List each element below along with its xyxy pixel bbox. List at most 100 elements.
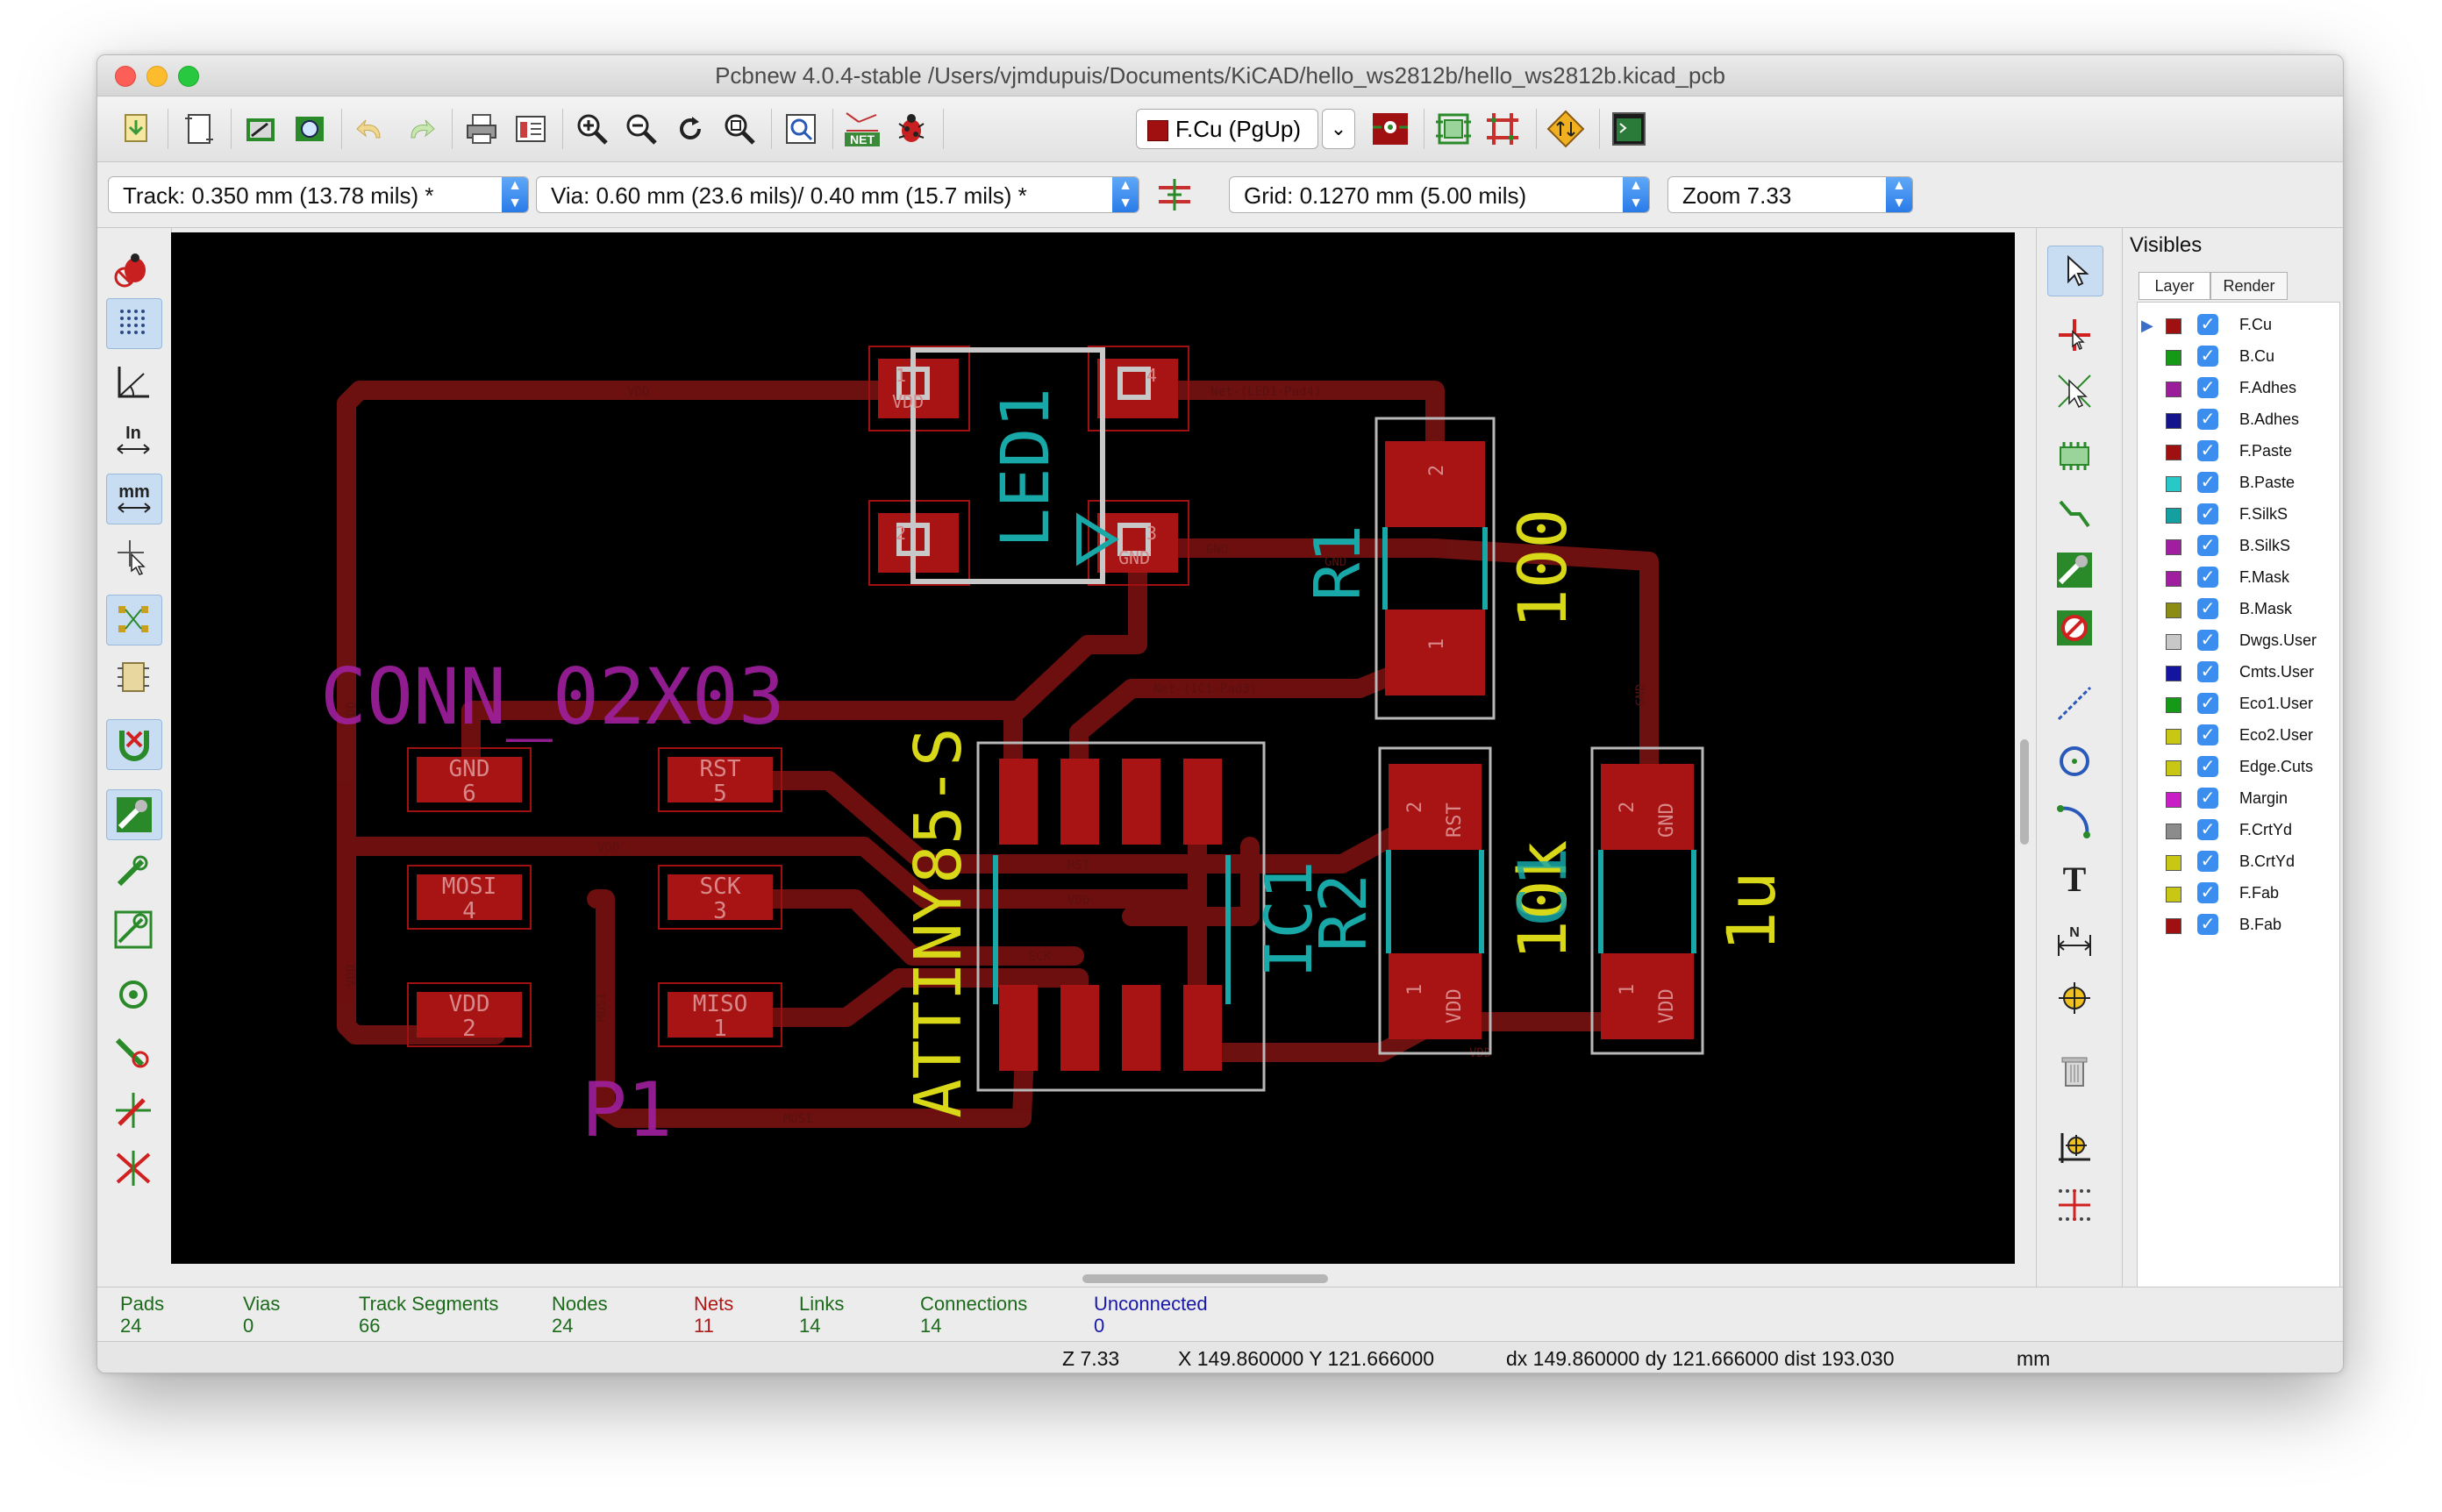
add-footprint-icon[interactable] bbox=[2047, 431, 2102, 481]
layer-row[interactable]: ✓B.Adhes bbox=[2138, 404, 2339, 434]
grid-origin-icon[interactable] bbox=[2047, 1180, 2102, 1230]
add-text-icon[interactable]: T bbox=[2047, 852, 2102, 902]
new-board-icon[interactable] bbox=[111, 105, 161, 153]
layer-row[interactable]: ✓F.SilkS bbox=[2138, 499, 2339, 529]
layer-row[interactable]: ✓Eco1.User bbox=[2138, 688, 2339, 718]
layer-visibility-checkbox[interactable]: ✓ bbox=[2197, 535, 2218, 556]
layer-visibility-checkbox[interactable]: ✓ bbox=[2197, 440, 2218, 461]
layer-row[interactable]: ✓B.CrtYd bbox=[2138, 846, 2339, 876]
layer-visibility-checkbox[interactable]: ✓ bbox=[2197, 914, 2218, 935]
undo-icon[interactable] bbox=[346, 105, 396, 153]
layer-visibility-checkbox[interactable]: ✓ bbox=[2197, 630, 2218, 651]
zone-outline-icon[interactable] bbox=[106, 847, 161, 896]
plot-icon[interactable] bbox=[506, 105, 555, 153]
maximize-window-button[interactable] bbox=[178, 66, 199, 87]
add-circle-icon[interactable] bbox=[2047, 737, 2102, 786]
via-sketch-icon[interactable] bbox=[106, 970, 161, 1019]
load-icon[interactable] bbox=[236, 105, 285, 153]
layer-color-swatch[interactable] bbox=[2166, 855, 2181, 871]
layer-color-swatch[interactable] bbox=[2166, 887, 2181, 902]
layer-color-swatch[interactable] bbox=[2166, 445, 2181, 460]
active-layer-select[interactable]: F.Cu (PgUp) bbox=[1136, 109, 1318, 149]
add-target-icon[interactable] bbox=[2047, 974, 2102, 1023]
layer-visibility-checkbox[interactable]: ✓ bbox=[2197, 724, 2218, 745]
layer-visibility-checkbox[interactable]: ✓ bbox=[2197, 851, 2218, 872]
zoom-out-icon[interactable] bbox=[617, 105, 666, 153]
layer-row[interactable]: ✓F.Adhes bbox=[2138, 373, 2339, 403]
layer-visibility-checkbox[interactable]: ✓ bbox=[2197, 756, 2218, 777]
zoom-fit-icon[interactable] bbox=[715, 105, 764, 153]
horizontal-scroll-thumb[interactable] bbox=[1082, 1274, 1328, 1283]
layer-color-swatch[interactable] bbox=[2166, 539, 2181, 555]
local-ratsnest-icon[interactable] bbox=[2047, 367, 2102, 416]
layer-row[interactable]: ✓F.CrtYd bbox=[2138, 815, 2339, 845]
autoroute-icon[interactable] bbox=[1478, 105, 1527, 153]
add-dimension-icon[interactable]: N bbox=[2047, 917, 2102, 966]
layer-pair-icon[interactable] bbox=[1366, 105, 1415, 153]
layer-color-swatch[interactable] bbox=[2166, 792, 2181, 808]
module-ratsnest-icon[interactable] bbox=[106, 653, 161, 702]
grid-size-select[interactable]: Grid: 0.1270 mm (5.00 mils)▲▼ bbox=[1229, 176, 1650, 213]
netlist-icon[interactable]: NET bbox=[838, 105, 887, 153]
layer-color-swatch[interactable] bbox=[2166, 729, 2181, 745]
layer-row[interactable]: ✓Margin bbox=[2138, 783, 2339, 813]
layer-row[interactable]: ✓B.Cu bbox=[2138, 341, 2339, 371]
set-origin-icon[interactable] bbox=[2047, 1123, 2102, 1172]
layer-color-swatch[interactable] bbox=[2166, 666, 2181, 681]
layer-color-swatch[interactable] bbox=[2166, 571, 2181, 587]
layer-visibility-checkbox[interactable]: ✓ bbox=[2197, 598, 2218, 619]
add-arc-icon[interactable] bbox=[2047, 795, 2102, 844]
layer-row[interactable]: ✓F.Paste bbox=[2138, 436, 2339, 466]
ratsnest-icon[interactable] bbox=[106, 595, 162, 645]
select-icon[interactable] bbox=[2047, 246, 2103, 296]
layer-visibility-checkbox[interactable]: ✓ bbox=[2197, 788, 2218, 809]
layer-color-swatch[interactable] bbox=[2166, 318, 2181, 334]
drc-off-icon[interactable] bbox=[106, 246, 161, 295]
layer-row[interactable]: ✓F.Fab bbox=[2138, 878, 2339, 908]
high-contrast-icon[interactable] bbox=[106, 1086, 161, 1135]
redraw-icon[interactable] bbox=[666, 105, 715, 153]
via-size-select[interactable]: Via: 0.60 mm (23.6 mils)/ 0.40 mm (15.7 … bbox=[536, 176, 1139, 213]
add-line-icon[interactable] bbox=[2047, 679, 2102, 728]
print-icon[interactable] bbox=[457, 105, 506, 153]
layer-row[interactable]: ✓F.Mask bbox=[2138, 562, 2339, 592]
layer-color-swatch[interactable] bbox=[2166, 918, 2181, 934]
layer-color-swatch[interactable] bbox=[2166, 508, 2181, 524]
add-keepout-icon[interactable] bbox=[2047, 603, 2102, 653]
layer-color-swatch[interactable] bbox=[2166, 350, 2181, 366]
layer-color-swatch[interactable] bbox=[2166, 382, 2181, 397]
layer-row[interactable]: ✓B.Mask bbox=[2138, 594, 2339, 624]
tab-layer[interactable]: Layer bbox=[2139, 272, 2210, 300]
layer-row[interactable]: ▶✓F.Cu bbox=[2138, 310, 2339, 339]
layer-row[interactable]: ✓Cmts.User bbox=[2138, 657, 2339, 687]
board-canvas[interactable]: VDD Net-(LED1-Pad4) GND GND Net-(IC1-Pad… bbox=[171, 232, 2015, 1264]
minimize-window-button[interactable] bbox=[146, 66, 168, 87]
zoom-select[interactable]: Zoom 7.33▲▼ bbox=[1667, 176, 1913, 213]
vertical-scroll-thumb[interactable] bbox=[2020, 739, 2029, 845]
drc-icon[interactable] bbox=[887, 105, 936, 153]
page-settings-icon[interactable] bbox=[175, 105, 224, 153]
layer-visibility-checkbox[interactable]: ✓ bbox=[2197, 661, 2218, 682]
layer-visibility-checkbox[interactable]: ✓ bbox=[2197, 503, 2218, 524]
grid-icon[interactable] bbox=[106, 298, 162, 349]
layer-row[interactable]: ✓Eco2.User bbox=[2138, 720, 2339, 750]
autoplace-icon[interactable] bbox=[1429, 105, 1478, 153]
active-layer-dropdown-button[interactable]: ⌄ bbox=[1322, 109, 1355, 149]
layer-color-swatch[interactable] bbox=[2166, 476, 2181, 492]
save-icon[interactable] bbox=[285, 105, 334, 153]
layer-row[interactable]: ✓B.Paste bbox=[2138, 467, 2339, 497]
layer-visibility-checkbox[interactable]: ✓ bbox=[2197, 314, 2218, 335]
redo-icon[interactable] bbox=[396, 105, 445, 153]
layer-color-swatch[interactable] bbox=[2166, 697, 2181, 713]
layer-row[interactable]: ✓B.Fab bbox=[2138, 909, 2339, 939]
zone-fill-icon[interactable] bbox=[106, 789, 162, 840]
layer-row[interactable]: ✓B.SilkS bbox=[2138, 531, 2339, 560]
layer-visibility-checkbox[interactable]: ✓ bbox=[2197, 377, 2218, 398]
layer-visibility-checkbox[interactable]: ✓ bbox=[2197, 882, 2218, 903]
highlight-net-icon[interactable] bbox=[2047, 310, 2102, 360]
layer-visibility-checkbox[interactable]: ✓ bbox=[2197, 472, 2218, 493]
layer-visibility-checkbox[interactable]: ✓ bbox=[2197, 346, 2218, 367]
auto-track-width-icon[interactable] bbox=[1150, 171, 1199, 218]
layer-visibility-checkbox[interactable]: ✓ bbox=[2197, 693, 2218, 714]
polar-coords-icon[interactable] bbox=[106, 358, 161, 407]
